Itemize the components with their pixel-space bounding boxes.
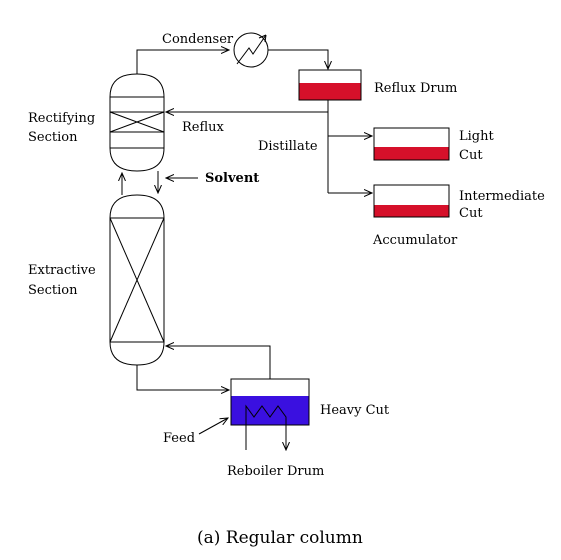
reflux-drum-label: Reflux Drum (374, 81, 457, 96)
reflux-drum-liquid (299, 83, 361, 100)
light-cut-label-line2: Cut (459, 148, 483, 163)
bottoms-line (136, 365, 229, 390)
feed-label: Feed (163, 431, 195, 446)
condenser-icon (233, 32, 269, 68)
overhead-vapor-line (136, 50, 229, 74)
intermediate-cut-accumulator (373, 184, 450, 218)
extractive-section-vessel (109, 194, 165, 366)
rectifying-section-vessel (109, 73, 165, 172)
extractive-label-line2: Section (28, 283, 78, 298)
rectifying-label-line1: Rectifying (28, 111, 95, 126)
condenser-label: Condenser (162, 32, 234, 47)
feed-line (198, 418, 228, 435)
reflux-line (166, 100, 329, 112)
accumulator-label: Accumulator (372, 233, 458, 248)
reboiler-drum (230, 378, 310, 450)
reboiler-drum-label: Reboiler Drum (227, 464, 324, 479)
figure-caption: (a) Regular column (197, 528, 363, 548)
rectifying-label-line2: Section (28, 130, 78, 145)
light-cut-liquid (374, 147, 449, 160)
condensate-line (268, 49, 328, 69)
distillate-label: Distillate (258, 139, 318, 154)
heavy-cut-label: Heavy Cut (320, 403, 390, 418)
intermediate-cut-liquid (374, 205, 449, 217)
reboiler-coil-icon (245, 404, 287, 448)
intermediate-cut-label-line2: Cut (459, 206, 483, 221)
reflux-label: Reflux (182, 120, 225, 135)
intermediate-cut-label-line1: Intermediate (459, 189, 545, 204)
solvent-label: Solvent (205, 171, 259, 186)
boilup-line (166, 346, 271, 379)
reboiler-liquid (231, 396, 309, 425)
light-cut-accumulator (373, 127, 450, 161)
light-cut-label-line1: Light (459, 129, 494, 144)
reflux-drum (298, 69, 362, 101)
extractive-label-line1: Extractive (28, 263, 96, 278)
